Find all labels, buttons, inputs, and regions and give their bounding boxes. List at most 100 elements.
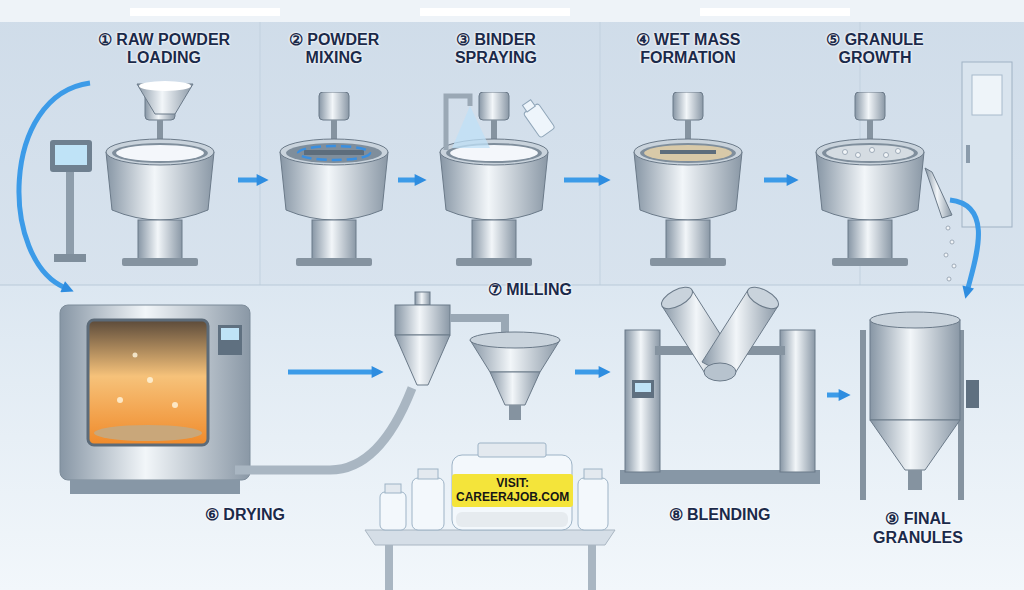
step-node: ④ WET MASS FORMATION [612,28,764,273]
mill-cone [490,372,540,405]
flow-arrow [564,178,601,183]
bottle-neck [522,100,535,112]
wet-mass-machine [634,92,742,266]
panel-pole [66,172,74,256]
door-handle [966,145,970,163]
dryer-screen [221,328,239,340]
powder [116,145,204,161]
flow-arrow [398,178,417,183]
hopper-leg [860,330,866,500]
drying-granules [94,425,202,441]
step-node: ⑧ BLENDING [612,285,827,527]
dryer-panel [218,325,242,355]
flow-arrow [288,370,374,375]
step-label: ⑦ MILLING [388,281,572,299]
step-label: ⑥ DRYING [55,506,285,524]
bottle-cap [478,443,546,457]
transfer-pipe [235,388,412,470]
bottle-cap [418,469,438,479]
final-hopper [870,320,960,420]
blender-panel [632,380,654,398]
step-node: ③ BINDER SPRAYING [428,28,564,273]
control-panel [50,140,92,172]
hopper-outlet [908,470,922,490]
bottle [412,478,444,530]
spray-cone [452,106,490,148]
mill-rim [470,332,560,348]
granule-bed [826,145,914,161]
wet-mass [644,145,732,161]
hot-air [172,402,178,408]
flow-arrow [19,83,90,288]
step-node: ⑤ GRANULE GROWTH [800,28,950,273]
step-label: ③ BINDER SPRAYING [431,31,561,68]
granule [896,149,901,154]
table-leg [385,545,393,590]
flow-arrow [575,370,601,375]
mill-pipe [450,318,505,334]
blender-stand [625,330,660,472]
ceiling-light [420,8,570,16]
step-label: ⑤ GRANULE GROWTH [803,31,947,68]
hopper-panel [966,380,979,408]
step-node: ① RAW POWDER LOADING [90,28,238,273]
ceiling [0,0,1024,22]
chute [925,168,952,218]
granule [947,277,951,281]
dryer-window [88,320,208,445]
v-shell-joint [704,363,736,381]
step-node: ⑨ FINAL GRANULES [852,300,984,550]
bottle [578,478,608,530]
ceiling-light [700,8,850,16]
powder [139,81,191,91]
mixer-blade [304,150,364,155]
granule [944,253,948,257]
table-leg [588,545,596,590]
step-node: ⑦ MILLING [385,278,575,428]
flow-arrow [827,393,841,398]
hopper-cone [870,420,960,470]
dryer-cabinet [60,305,250,480]
granule [950,240,954,244]
v-shell-cap [744,283,782,313]
granule [884,153,889,158]
panel-base [54,254,86,262]
dryer-base [70,480,240,494]
bottle [380,492,406,530]
cyclone [395,305,450,335]
bottle-cap [385,484,401,493]
step-label: ⑨ FINAL GRANULES [855,510,981,547]
door [962,62,1012,227]
floor [0,285,1024,590]
flow-arrow [764,178,789,183]
hopper-lid [870,312,960,328]
step-node: ② POWDER MIXING [270,28,398,273]
granule [856,153,861,158]
granule [843,150,848,155]
step-label: ⑧ BLENDING [615,506,824,524]
hot-air [133,353,138,358]
flow-arrow [950,200,978,289]
mixer-machine [280,92,388,266]
watermark-wrap: VISIT: CAREER4JOB.COM [452,474,572,507]
door-window [972,75,1002,115]
bottle-powder [456,512,568,527]
binder-bottle [519,97,555,138]
table-top [365,530,615,545]
granules [843,148,957,282]
cyclone-cone [395,335,450,385]
ceiling-light [130,8,280,16]
hot-air [117,397,123,403]
v-shell-cap [658,283,696,313]
step-label: ② POWDER MIXING [273,31,395,68]
wall-seam [260,22,261,285]
granule [870,148,875,153]
granule [952,264,956,268]
loader-machine [106,92,214,266]
exhaust [415,292,430,305]
blender-stand [780,330,815,472]
step-node: ⑥ DRYING [52,292,288,527]
flow-arrow [238,178,259,183]
